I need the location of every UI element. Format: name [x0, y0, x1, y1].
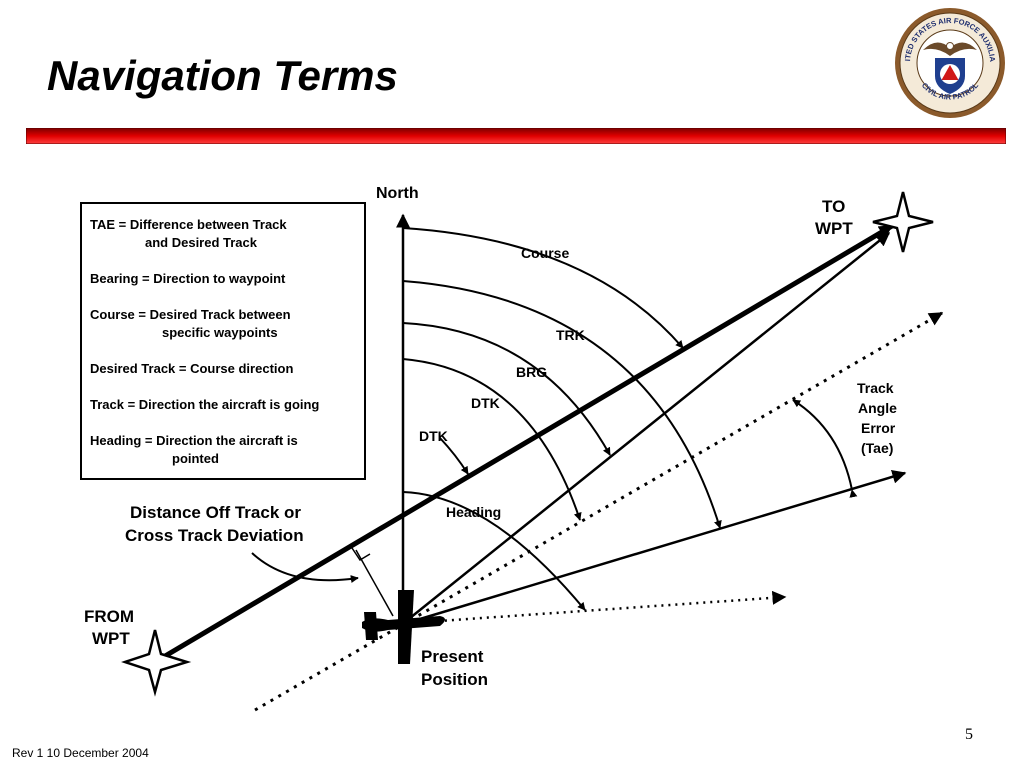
to-waypoint-star-icon	[872, 191, 934, 253]
brg-label: BRG	[516, 364, 547, 380]
tae-label-line2: Angle	[858, 400, 897, 416]
right-angle-marker	[351, 547, 371, 562]
terms-legend-box: TAE = Difference between Track and Desir…	[80, 202, 366, 480]
cross-track-perpendicular	[355, 549, 394, 617]
legend-text: Desired Track = Course direction	[90, 361, 294, 376]
present-position-label-line1: Present	[421, 647, 484, 666]
tae-label-line1: Track	[857, 380, 894, 396]
heading-arc	[402, 491, 586, 611]
legend-entry-course: Course = Desired Track between specific …	[90, 306, 356, 342]
brg-arc	[402, 322, 611, 456]
present-position-label-line2: Position	[421, 670, 488, 689]
from-wpt-label-line2: WPT	[92, 629, 130, 648]
navigation-diagram: North TO WPT FROM WPT Course TRK BRG DTK…	[84, 185, 944, 712]
dtk-arc	[402, 358, 582, 521]
civil-air-patrol-seal: UNITED STATES AIR FORCE AUXILIARY CIVIL …	[893, 6, 1005, 118]
shield-icon	[935, 58, 965, 94]
airplane-icon	[362, 590, 445, 664]
legend-entry-desired-track: Desired Track = Course direction	[90, 360, 356, 378]
trk-arc	[402, 280, 722, 529]
distance-pointer-arrow	[251, 552, 359, 584]
legend-entry-bearing: Bearing = Direction to waypoint	[90, 270, 356, 288]
from-waypoint-star-icon	[121, 629, 192, 697]
dtk-upper-label: DTK	[471, 395, 500, 411]
legend-text: Course = Desired Track between	[90, 307, 291, 322]
tae-arc	[792, 399, 858, 498]
legend-entry-heading: Heading = Direction the aircraft is poin…	[90, 432, 356, 468]
desired-track-dotted-line	[254, 311, 944, 712]
legend-text-cont: specific waypoints	[162, 325, 278, 340]
slide-title: Navigation Terms	[47, 52, 398, 99]
heading-label: Heading	[446, 504, 501, 520]
legend-text: Bearing = Direction to waypoint	[90, 271, 286, 286]
title-divider-bar	[26, 128, 1006, 144]
to-wpt-label-line2: WPT	[815, 219, 853, 238]
tae-label-line4: (Tae)	[861, 440, 893, 456]
track-line	[409, 469, 907, 624]
bearing-line	[409, 232, 891, 619]
heading-dotted-line	[409, 590, 787, 625]
legend-text: TAE = Difference between Track	[90, 217, 287, 232]
legend-entry-track: Track = Direction the aircraft is going	[90, 396, 356, 414]
legend-text-cont: pointed	[172, 451, 219, 466]
legend-text: Track = Direction the aircraft is going	[90, 397, 320, 412]
footer-revision: Rev 1 10 December 2004	[12, 746, 149, 760]
tae-label-line3: Error	[861, 420, 896, 436]
trk-label: TRK	[556, 327, 585, 343]
legend-text-cont: and Desired Track	[145, 235, 257, 250]
legend-text: Heading = Direction the aircraft is	[90, 433, 298, 448]
eagle-icon	[923, 42, 977, 56]
course-arc	[402, 227, 684, 349]
dtk-lower-label: DTK	[419, 428, 448, 444]
distance-off-track-label-line2: Cross Track Deviation	[125, 526, 304, 545]
distance-off-track-label-line1: Distance Off Track or	[130, 503, 301, 522]
to-wpt-label-line1: TO	[822, 197, 845, 216]
from-wpt-label-line1: FROM	[84, 607, 134, 626]
north-label: North	[376, 185, 419, 202]
course-line	[153, 223, 894, 665]
dtk-pointer-arrow	[439, 437, 469, 475]
slide-number: 5	[965, 726, 973, 743]
legend-entry-tae: TAE = Difference between Track and Desir…	[90, 216, 356, 252]
course-label: Course	[521, 245, 569, 261]
